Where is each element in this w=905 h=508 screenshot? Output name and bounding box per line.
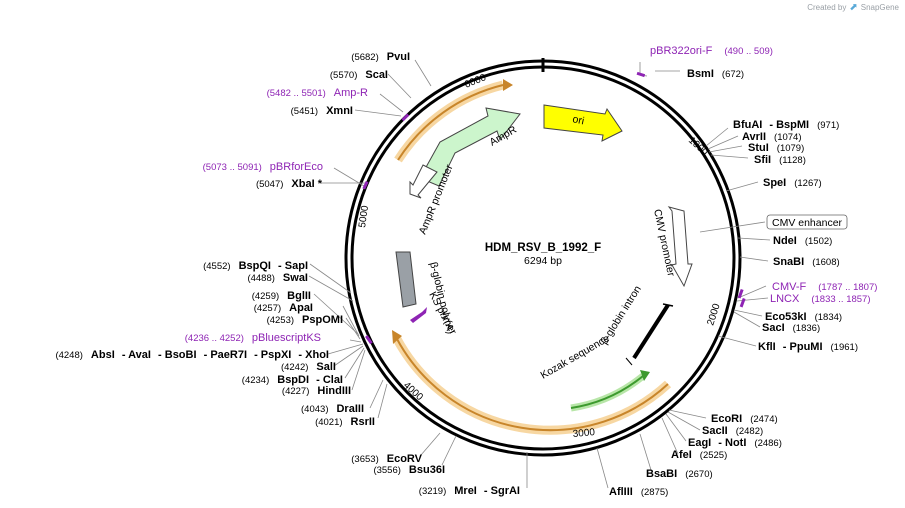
enzyme-bsmi[interactable]: BsmI(672)	[687, 68, 744, 80]
enzyme-draiii[interactable]: (4043)DraIII	[301, 403, 364, 415]
enzyme-afei[interactable]: AfeI(2525)	[671, 449, 727, 461]
enzyme-eagi-noti[interactable]: EagI - NotI(2486)	[688, 437, 782, 449]
enzyme-ndei[interactable]: NdeI(1502)	[773, 235, 832, 247]
ampr-feature[interactable]	[419, 107, 521, 187]
enzyme-bspdi-clai[interactable]: (4234)BspDI - ClaI	[242, 374, 343, 386]
enzyme-stui[interactable]: StuI(1079)	[748, 142, 804, 154]
cmv-promoter-feature[interactable]	[667, 206, 693, 288]
enzyme-xmni[interactable]: (5451)XmnI	[291, 105, 353, 117]
primer-cmv-f[interactable]: CMV-F(1787 .. 1807)	[772, 281, 877, 293]
enzyme-bsu36i[interactable]: (3556)Bsu36I	[373, 464, 445, 476]
orf-arc-top-line	[397, 84, 504, 161]
enzyme-eco53ki[interactable]: Eco53kI(1834)	[765, 311, 842, 323]
enzyme-avrii[interactable]: AvrII(1074)	[742, 131, 802, 143]
enzyme-xbai[interactable]: (5047)XbaI *	[256, 178, 323, 190]
tick-5000: 5000	[357, 204, 371, 228]
credit-brand: SnapGene	[860, 3, 899, 12]
enzyme-snabi[interactable]: SnaBI(1608)	[773, 256, 840, 268]
enzyme-sfii[interactable]: SfiI(1128)	[754, 154, 806, 166]
cmv-enhancer-box[interactable]	[766, 214, 848, 230]
orf-arc-bottom-head	[392, 330, 402, 344]
enzyme-pvui[interactable]: (5682)PvuI	[351, 51, 410, 63]
tick-1000: 1000	[686, 135, 710, 158]
orf-arc-top-head	[503, 79, 513, 91]
enzyme-pspomi[interactable]: (4253)PspOMI	[267, 314, 343, 326]
enzyme-afliii[interactable]: AflIII(2875)	[609, 486, 668, 498]
enzyme-saci[interactable]: SacI(1836)	[762, 322, 820, 334]
leader-lines	[308, 59, 771, 489]
enzyme-apai[interactable]: (4257)ApaI	[254, 302, 313, 314]
primer-pbluescriptks[interactable]: (4236 .. 4252)pBluescriptKS	[185, 332, 321, 344]
enzyme-sacii[interactable]: SacII(2482)	[702, 425, 763, 437]
enzyme-ecorv[interactable]: (3653)EcoRV	[351, 453, 422, 465]
enzyme-bsabi[interactable]: BsaBI(2670)	[646, 468, 713, 480]
orf-arc-bottom-line	[396, 338, 669, 432]
tick-2000: 2000	[705, 302, 722, 327]
intron-cap	[662, 303, 674, 307]
primer-pbrforeco[interactable]: (5073 .. 5091)pBRforEco	[203, 161, 323, 173]
enzyme-bspqi-sapi[interactable]: (4552)BspQI - SapI	[203, 260, 308, 272]
ori-label: ori	[571, 113, 585, 127]
enzyme-ecori[interactable]: EcoRI(2474)	[711, 413, 778, 425]
enzyme-labels: BsmI(672) BfuAI - BspMI(971) AvrII(1074)…	[55, 51, 858, 498]
enzyme-bglii[interactable]: (4259)BglII	[252, 290, 311, 302]
snapgene-logo-icon: ⬈	[849, 2, 858, 13]
kozak-label: Kozak sequence	[539, 332, 612, 381]
enzyme-kfli-ppumi[interactable]: KflI - PpuMI(1961)	[758, 341, 858, 353]
enzyme-rsrii[interactable]: (4021)RsrII	[315, 416, 375, 428]
beta-globin-polya-feature[interactable]	[395, 251, 417, 308]
ampr-promoter-feature[interactable]	[409, 164, 438, 199]
ori-feature[interactable]	[543, 104, 623, 142]
enzyme-spei[interactable]: SpeI(1267)	[763, 177, 822, 189]
ks-primer-feature[interactable]	[410, 307, 427, 323]
beta-globin-intron-feature[interactable]	[632, 303, 670, 360]
snapgene-credit: Created by ⬈ SnapGene	[807, 2, 899, 13]
primer-lncx[interactable]: LNCX(1833 .. 1857)	[770, 293, 871, 305]
credit-prefix: Created by	[807, 3, 847, 12]
primer-amp-r[interactable]: (5482 .. 5501)Amp-R	[267, 87, 368, 99]
tick-3000: 3000	[572, 427, 596, 440]
enzyme-bfuai-bspmi[interactable]: BfuAI - BspMI(971)	[733, 119, 839, 131]
primer-markers	[362, 71, 746, 345]
primer-pbr322ori-f[interactable]: pBR322ori-F(490 .. 509)	[650, 45, 773, 57]
primer-labels: pBR322ori-F(490 .. 509) CMV-F(1787 .. 18…	[185, 45, 878, 344]
enzyme-scai[interactable]: (5570)ScaI	[330, 69, 388, 81]
plasmid-length: 6294 bp	[524, 255, 562, 267]
kozak-arc[interactable]	[570, 373, 646, 412]
cmv-enhancer-label: CMV enhancer	[772, 217, 843, 229]
kozak-tick	[625, 357, 633, 366]
enzyme-swai[interactable]: (4488)SwaI	[247, 272, 308, 284]
kozak-arc-line	[570, 375, 644, 409]
enzyme-sali[interactable]: (4242)SalI	[281, 361, 336, 373]
enzyme-hindiii[interactable]: (4227)HindIII	[282, 385, 351, 397]
plasmid-title: HDM_RSV_B_1992_F	[485, 242, 601, 254]
enzyme-mrei-sgrai[interactable]: (3219)MreI - SgrAI	[419, 485, 520, 497]
kozak-arc-head	[640, 370, 650, 381]
enzyme-absi-xhoi[interactable]: (4248)AbsI - AvaI - BsoBI - PaeR7I - Psp…	[55, 349, 329, 361]
